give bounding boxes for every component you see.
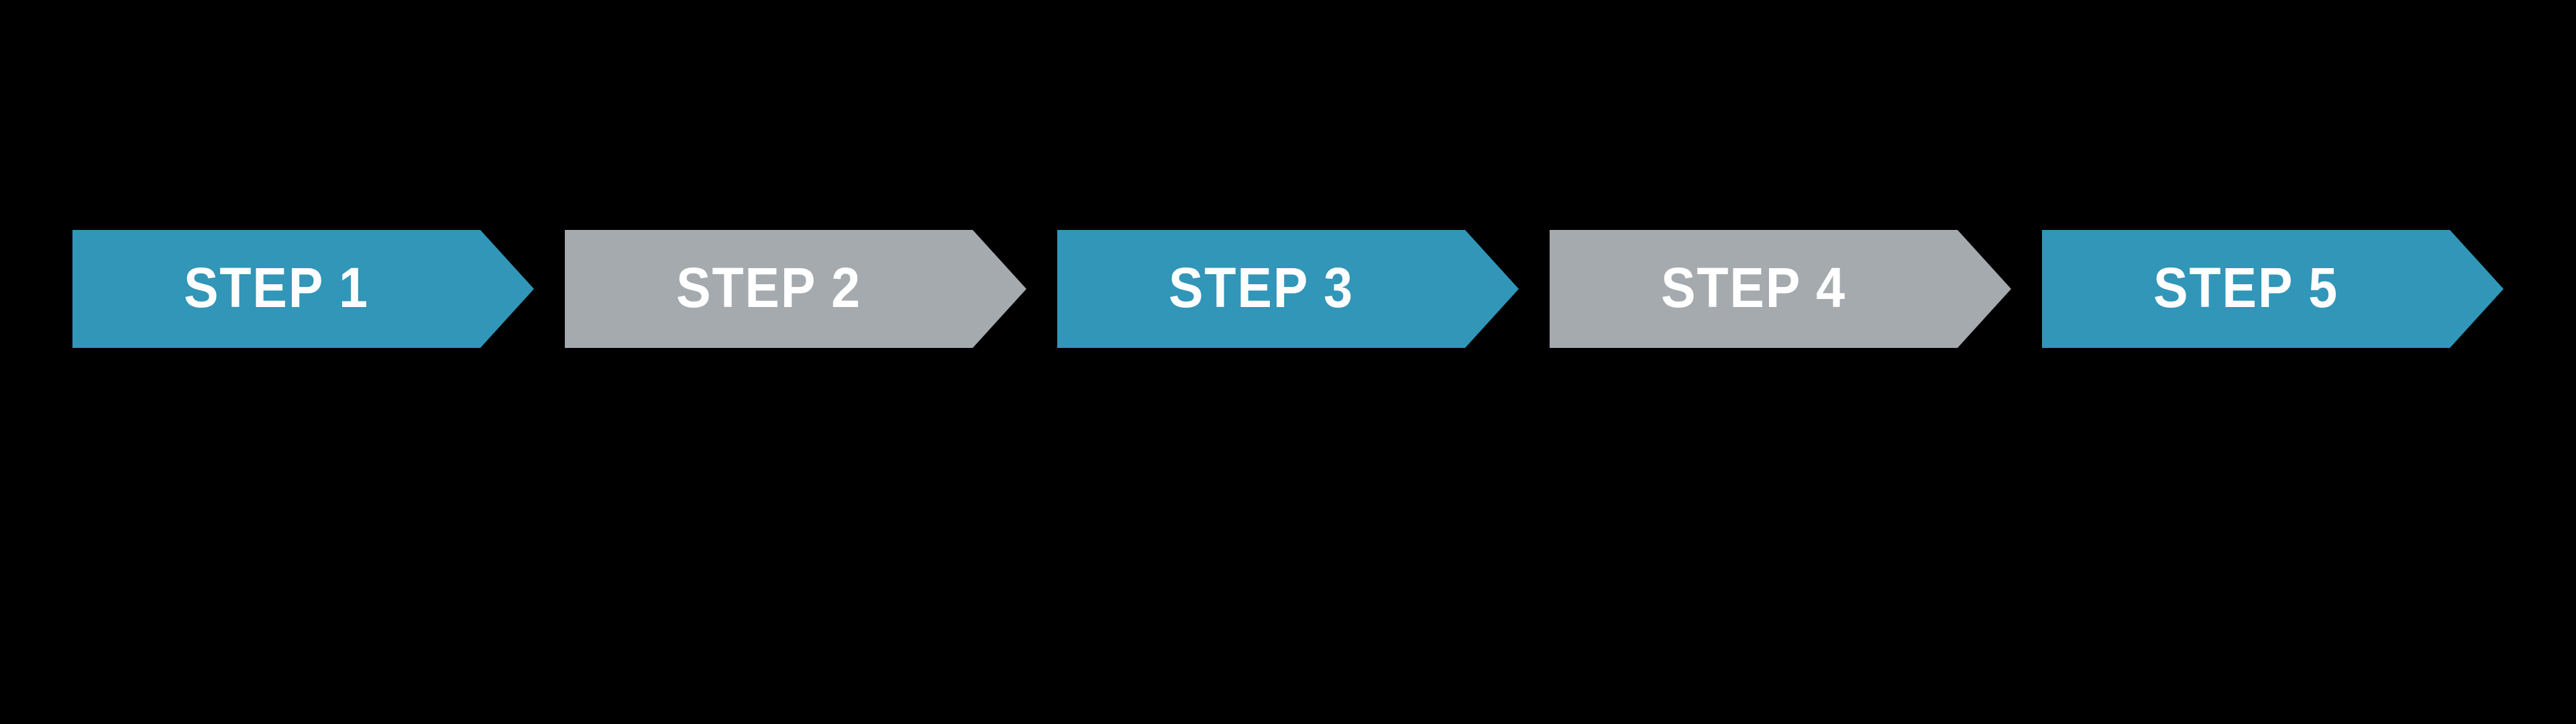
chevron-step-3-label: STEP 3 [1169,256,1354,319]
chevron-step-5-label: STEP 5 [2153,256,2339,319]
chevron-step-4[interactable]: STEP 4 [1550,230,2011,348]
chevron-step-1[interactable]: STEP 1 [72,230,534,348]
chevron-step-3[interactable]: STEP 3 [1057,230,1519,348]
chevron-step-4-label: STEP 4 [1661,256,1846,319]
chevron-step-2-label: STEP 2 [676,256,861,319]
chevron-step-1-label: STEP 1 [184,256,369,319]
chevron-process-flow: STEP 1 STEP 2 STEP 3 STEP 4 STEP 5 [0,230,2576,348]
chevron-step-2[interactable]: STEP 2 [565,230,1026,348]
chevron-step-5[interactable]: STEP 5 [2042,230,2504,348]
